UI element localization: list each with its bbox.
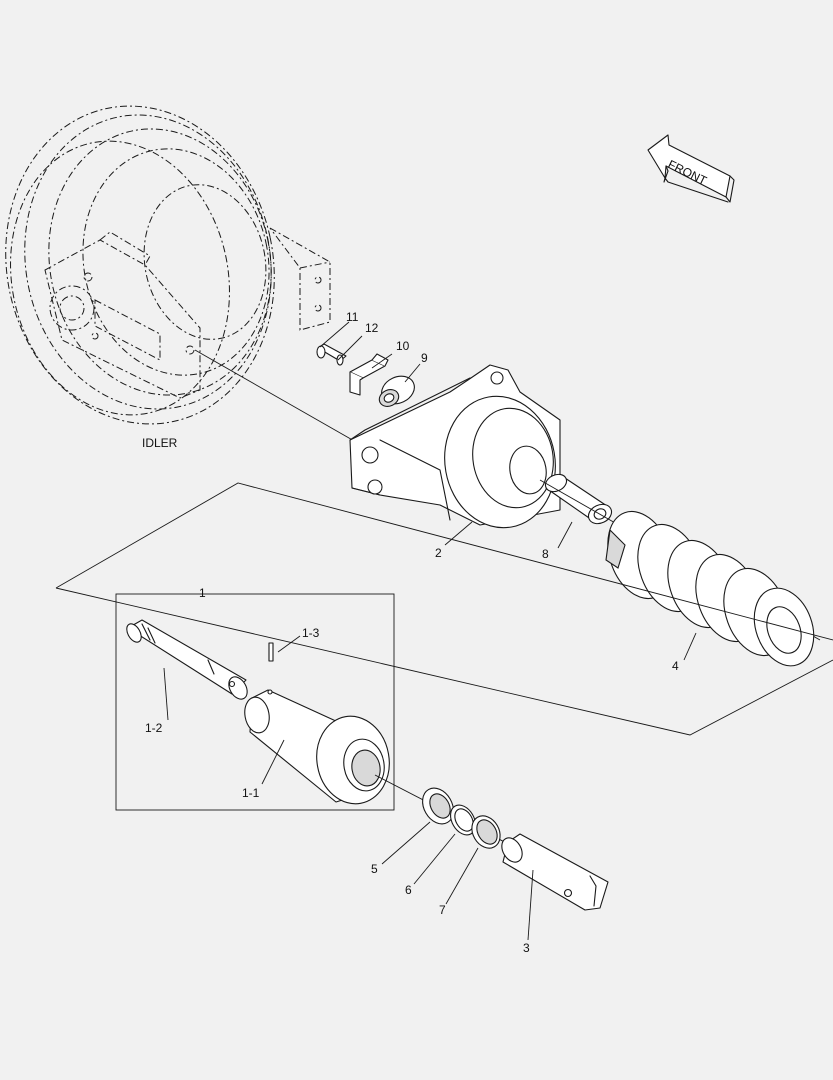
idler-wheel-phantom [5,105,331,425]
callout-1-3: 1-3 [302,626,320,640]
callout-6: 6 [405,883,412,897]
shaft-part-3 [501,833,609,911]
cylinder-part-1-1 [244,689,390,805]
callout-2: 2 [435,546,442,560]
pin-part-1-3 [268,642,274,662]
seal-ring-part-5 [422,787,454,825]
callout-8: 8 [542,547,549,561]
idler-label: IDLER [142,436,178,450]
nut-part-9 [378,375,415,407]
callout-10: 10 [396,339,410,353]
yoke-part-2 [349,364,561,529]
callout-5: 5 [371,862,378,876]
ring-part-7 [471,815,501,849]
callout-4: 4 [672,659,679,673]
callout-3: 3 [523,941,530,955]
callout-11: 11 [346,310,359,324]
callout-9: 9 [421,351,428,365]
front-arrow-icon: FRONT [647,134,735,203]
callout-12: 12 [365,321,379,335]
callout-1-2: 1-2 [145,721,163,735]
pin-part-1-2 [126,619,248,700]
washer-part-12 [336,354,344,366]
spring-part-4 [605,510,815,667]
assembly-box-part-1 [115,593,395,811]
callout-1: 1 [199,586,206,600]
ring-part-6 [450,804,476,836]
callout-1-1: 1-1 [242,786,260,800]
callout-7: 7 [439,903,446,917]
